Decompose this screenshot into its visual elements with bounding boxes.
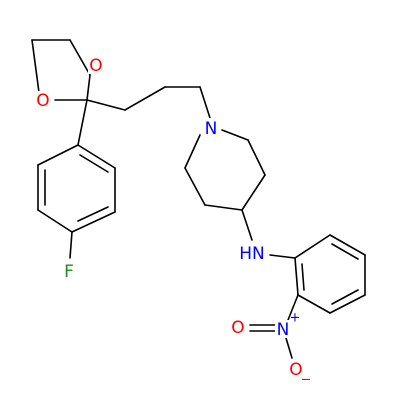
bond-nar-inner-3 (301, 263, 305, 291)
bond-pip-4 (241, 174, 266, 211)
charge-n-nitro: + (290, 311, 301, 326)
bond-pip-6 (221, 129, 249, 141)
bond-pip-2 (184, 167, 206, 206)
bond-ch2-o-upper (69, 39, 91, 76)
bond-aryl-inner-2 (77, 206, 109, 222)
atom-f: F (64, 262, 74, 282)
piperidine-ring-bonds (184, 129, 266, 241)
atom-labels: O O N HN F N + O O − (35, 56, 311, 388)
bond-nar-4 (329, 294, 366, 314)
bond-chain1-chain2 (124, 86, 166, 111)
bond-c2-chain1 (86, 99, 126, 111)
bond-pip-nh (241, 209, 253, 241)
nitro-group-bonds (249, 324, 293, 359)
bond-aryl-1 (37, 144, 79, 166)
atom-o-lower: O (36, 91, 49, 111)
bond-pip-3 (204, 204, 243, 211)
bond-aryl-inner-3 (79, 154, 109, 173)
bond-aryl-6 (77, 144, 116, 169)
atom-n-nitro: N (277, 320, 290, 340)
fluorophenyl-ring-bonds (37, 99, 116, 259)
bond-nar-no2 (287, 294, 299, 321)
bond-nar-6 (294, 257, 299, 296)
bond-c2-aryl (77, 99, 88, 146)
atom-nh: HN (239, 244, 265, 264)
atom-n-piperidine: N (205, 119, 218, 139)
bond-chain3-n (199, 86, 211, 119)
bond-nar-inner-2 (331, 289, 359, 305)
bond-aryl-3 (37, 209, 73, 233)
bond-nar-inner-1 (331, 243, 359, 260)
bond-c2-o-upper (86, 74, 91, 101)
bond-n-o-bottom (285, 337, 293, 359)
bond-aryl-4 (71, 211, 116, 233)
bond-pip-5 (247, 139, 266, 176)
dioxolane-ring-bonds (31, 39, 91, 101)
propyl-chain-bonds (86, 86, 211, 119)
bond-ch2-o-lower (31, 39, 41, 101)
bond-pip-1 (184, 134, 201, 169)
bond-nar-1 (294, 234, 331, 259)
nitrophenyl-ring-bonds (269, 234, 366, 321)
bond-nar-5 (297, 294, 331, 314)
bond-nar-2 (329, 234, 366, 256)
bond-nh-aryl (269, 254, 296, 259)
atom-o-upper: O (89, 56, 102, 76)
bond-aryl-f (69, 231, 73, 259)
atom-o-nitro-bottom: O (289, 360, 302, 380)
charge-o-nitro: − (301, 373, 312, 388)
atom-o-nitro-left: O (231, 318, 244, 338)
